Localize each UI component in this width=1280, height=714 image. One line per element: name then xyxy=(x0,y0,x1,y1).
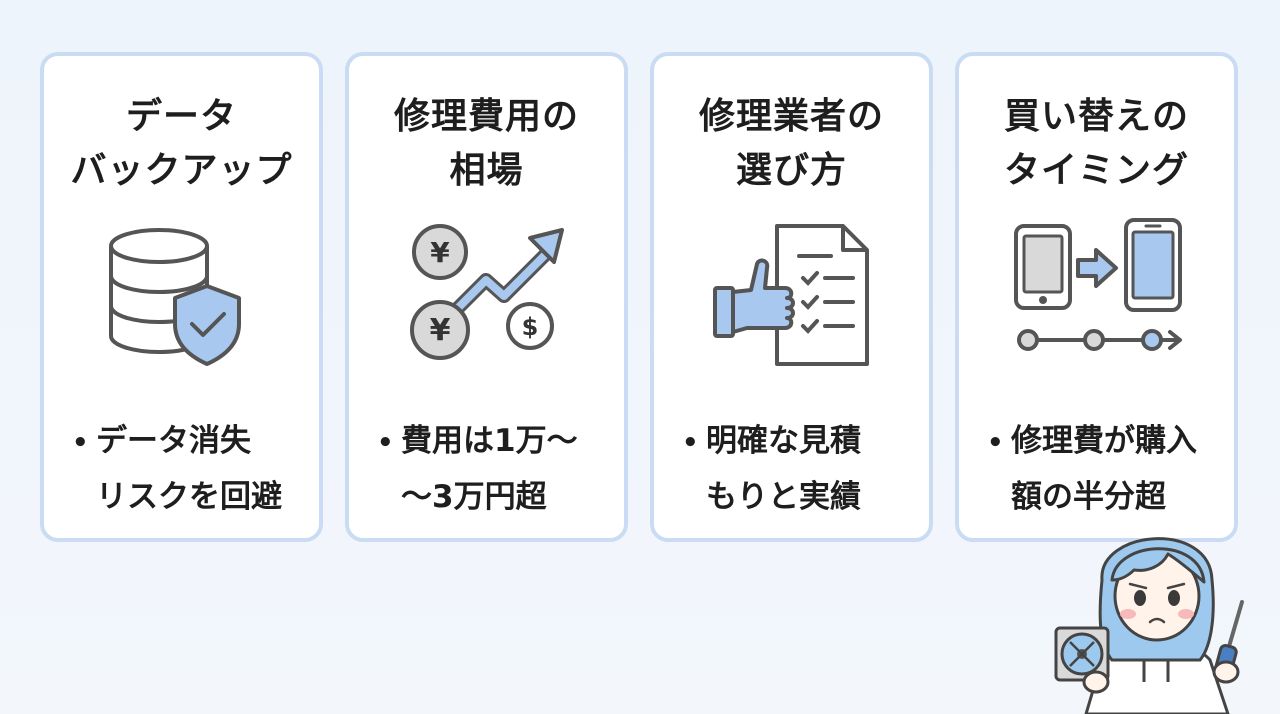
dollar-symbol: $ xyxy=(521,313,538,341)
phone-upgrade-timeline-icon xyxy=(1012,218,1182,368)
bullet-text: 修理費が購入 xyxy=(1011,423,1197,459)
card-title: 修理業者の 選び方 xyxy=(654,90,929,198)
bullet-dot: • xyxy=(377,428,394,458)
bullet-line: •明確な見積 xyxy=(682,414,915,470)
card-title-line: タイミング xyxy=(1003,150,1189,191)
bullet-line: •修理費が購入 xyxy=(987,414,1220,470)
card-repair-cost: 修理費用の 相場 ¥ ¥ $ •費用は1万〜 〜3万円超 xyxy=(345,52,628,542)
card-bullet: •修理費が購入 額の半分超 xyxy=(987,414,1220,524)
card-bullet: •データ消失 リスクを回避 xyxy=(72,414,305,524)
worried-girl-mascot-illustration xyxy=(1050,510,1260,714)
bullet-dot: • xyxy=(987,428,1004,458)
bullet-line: もりと実績 xyxy=(706,479,861,515)
card-title-line: データ xyxy=(125,96,237,137)
card-title: 修理費用の 相場 xyxy=(349,90,624,198)
card-grid: データ バックアップ •データ消失 リスクを回避 修理費用の 相場 xyxy=(40,52,1242,548)
bullet-text: 明確な見積 xyxy=(706,423,861,459)
bullet-line: リスクを回避 xyxy=(96,479,282,515)
bullet-text: 費用は1万〜 xyxy=(401,423,578,459)
card-bullet: •明確な見積 もりと実績 xyxy=(682,414,915,524)
card-bullet: •費用は1万〜 〜3万円超 xyxy=(377,414,610,524)
card-title-line: 買い替えの xyxy=(1003,96,1189,137)
card-title: 買い替えの タイミング xyxy=(959,90,1234,198)
database-shield-icon xyxy=(97,218,267,368)
card-title-line: バックアップ xyxy=(70,150,293,191)
card-choose-repairer: 修理業者の 選び方 •明確な見積 もりと実績 xyxy=(650,52,933,542)
bullet-line: •費用は1万〜 xyxy=(377,414,610,470)
yen-symbol: ¥ xyxy=(430,236,450,269)
card-replacement-timing: 買い替えの タイミング xyxy=(955,52,1238,542)
yen-symbol: ¥ xyxy=(429,313,450,348)
bullet-line: 額の半分超 xyxy=(1011,479,1166,515)
yen-coins-rising-arrow-icon: ¥ ¥ $ xyxy=(402,218,572,368)
card-title-line: 修理業者の xyxy=(698,96,884,137)
bullet-dot: • xyxy=(682,428,699,458)
bullet-text: データ消失 xyxy=(96,423,251,459)
bullet-line: •データ消失 xyxy=(72,414,305,470)
bullet-line: 〜3万円超 xyxy=(401,479,547,515)
card-title-line: 相場 xyxy=(449,150,524,191)
card-title-line: 修理費用の xyxy=(393,96,579,137)
card-data-backup: データ バックアップ •データ消失 リスクを回避 xyxy=(40,52,323,542)
thumbs-up-checklist-icon xyxy=(707,218,877,368)
bullet-dot: • xyxy=(72,428,89,458)
card-title-line: 選び方 xyxy=(735,150,847,191)
card-title: データ バックアップ xyxy=(44,90,319,198)
